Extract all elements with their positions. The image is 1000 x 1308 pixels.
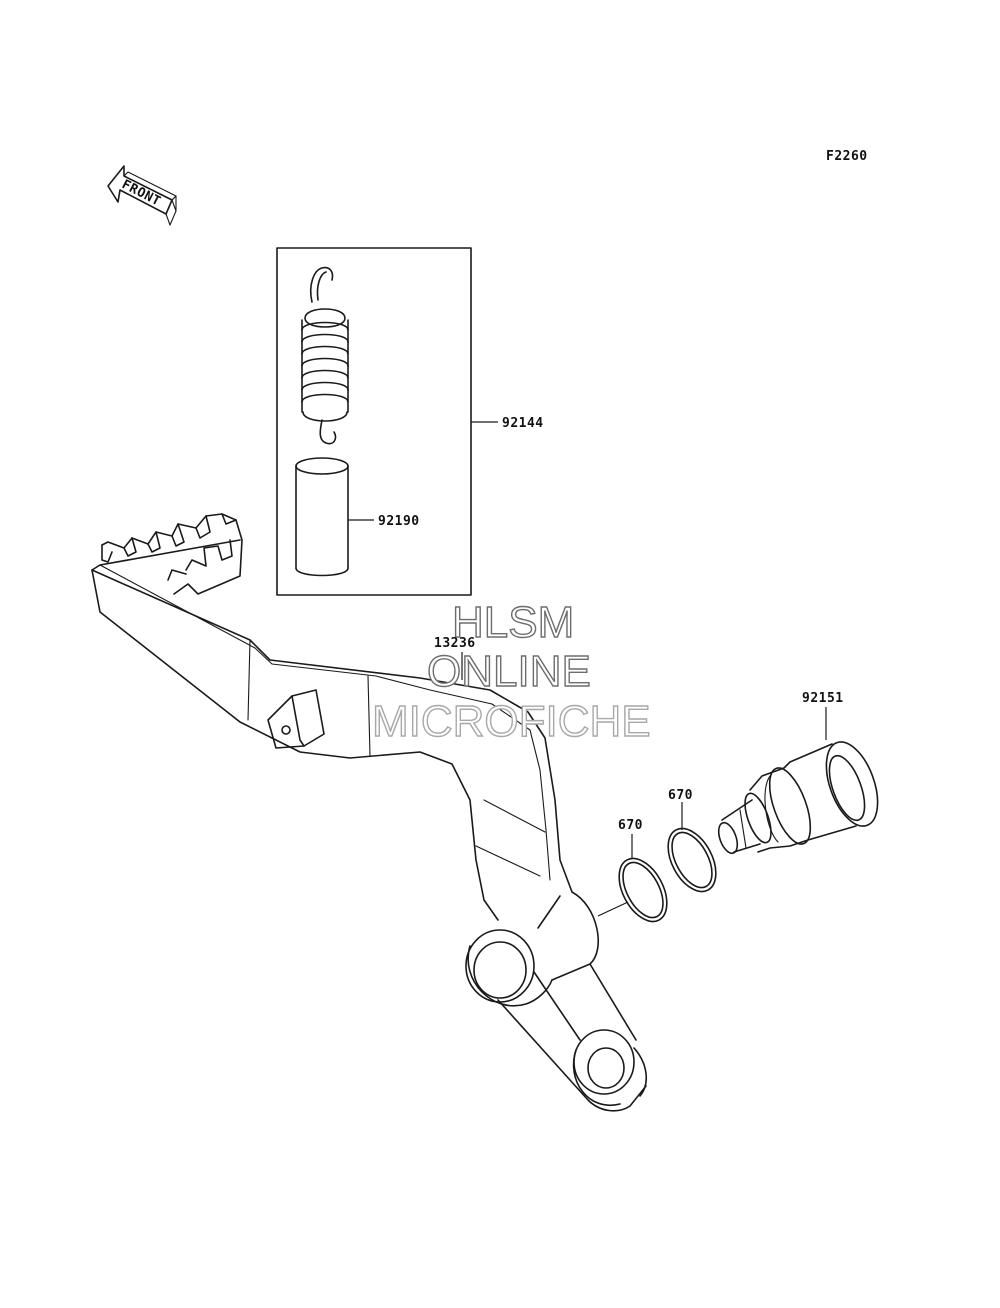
bushing-icon [295, 457, 349, 577]
o-ring-inner-icon [618, 857, 668, 923]
part-label-92151: 92151 [802, 691, 844, 706]
figure-code: F2260 [826, 149, 868, 164]
watermark-line-3: MICROFICHE [372, 697, 651, 746]
brake-pedal-icon [91, 513, 647, 1112]
part-label-670-inner: 670 [618, 818, 643, 833]
pivot-shaft-icon [717, 741, 879, 855]
watermark-line-2: ONLINE [427, 647, 591, 696]
front-label: FRONT [119, 177, 163, 209]
watermark-line-1: HLSM [452, 598, 574, 647]
part-label-670-outer: 670 [668, 788, 693, 803]
part-label-92144: 92144 [502, 416, 544, 431]
part-label-13236: 13236 [434, 636, 476, 651]
part-label-92190: 92190 [378, 514, 420, 529]
o-ring-outer-icon [667, 827, 717, 893]
kit-box [276, 247, 472, 596]
watermark: HLSM ONLINE MICROFICHE [371, 597, 651, 746]
spring-icon [301, 266, 349, 445]
front-arrow-icon: FRONT [107, 165, 177, 226]
